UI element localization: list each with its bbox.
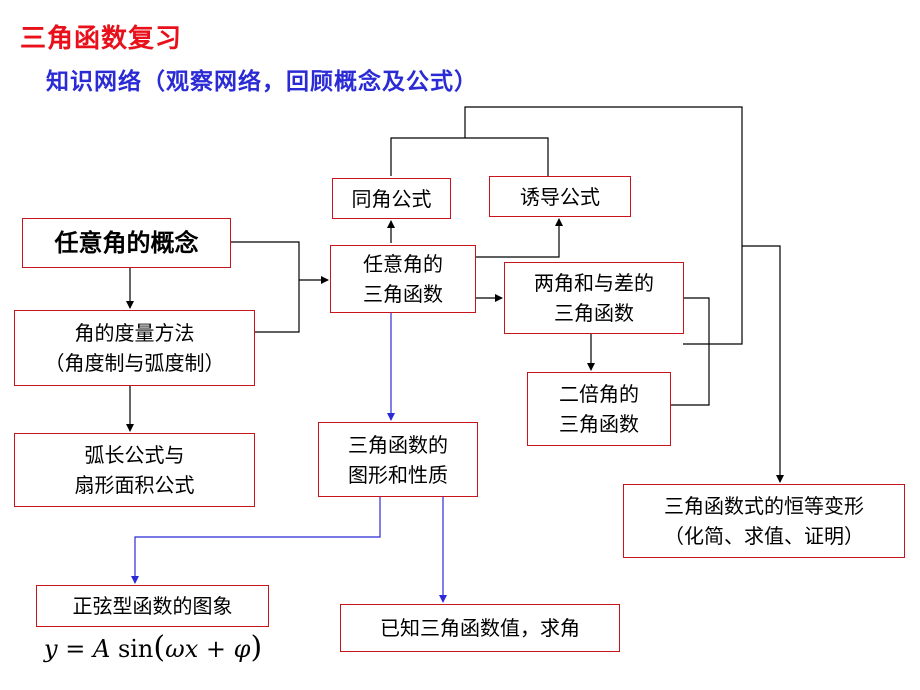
node-graph-properties: 三角函数的 图形和性质 — [318, 422, 478, 497]
sine-formula: y = A sin(ωx + φ) — [44, 630, 263, 665]
node-find-angle: 已知三角函数值，求角 — [340, 604, 620, 652]
node-angle-measure: 角的度量方法 （角度制与弧度制） — [14, 310, 255, 386]
arrow-right-identity — [742, 245, 784, 483]
node-angle-concept: 任意角的概念 — [22, 218, 231, 268]
arrow-graph-sine — [131, 497, 381, 584]
arrow-concept-trig — [231, 241, 300, 333]
arrow-to-identity — [671, 297, 710, 406]
page-title: 三角函数复习 — [20, 24, 183, 54]
node-sine-graph: 正弦型函数的图象 — [36, 585, 269, 627]
node-double-angle: 二倍角的 三角函数 — [527, 372, 671, 446]
page-subtitle: 知识网络（观察网络，回顾概念及公式） — [46, 69, 478, 95]
node-same-angle: 同角公式 — [332, 178, 451, 219]
node-trig-function: 任意角的 三角函数 — [330, 245, 476, 313]
node-identity-transform: 三角函数式的恒等变形 （化简、求值、证明） — [623, 484, 905, 558]
line-same-angle-top — [390, 137, 549, 176]
node-induction: 诱导公式 — [489, 176, 631, 217]
line-top-to-right — [464, 106, 743, 345]
arrow-trig-induction — [475, 218, 563, 258]
node-arc-length: 弧长公式与 扇形面积公式 — [14, 433, 255, 507]
node-sum-difference: 两角和与差的 三角函数 — [504, 262, 684, 334]
